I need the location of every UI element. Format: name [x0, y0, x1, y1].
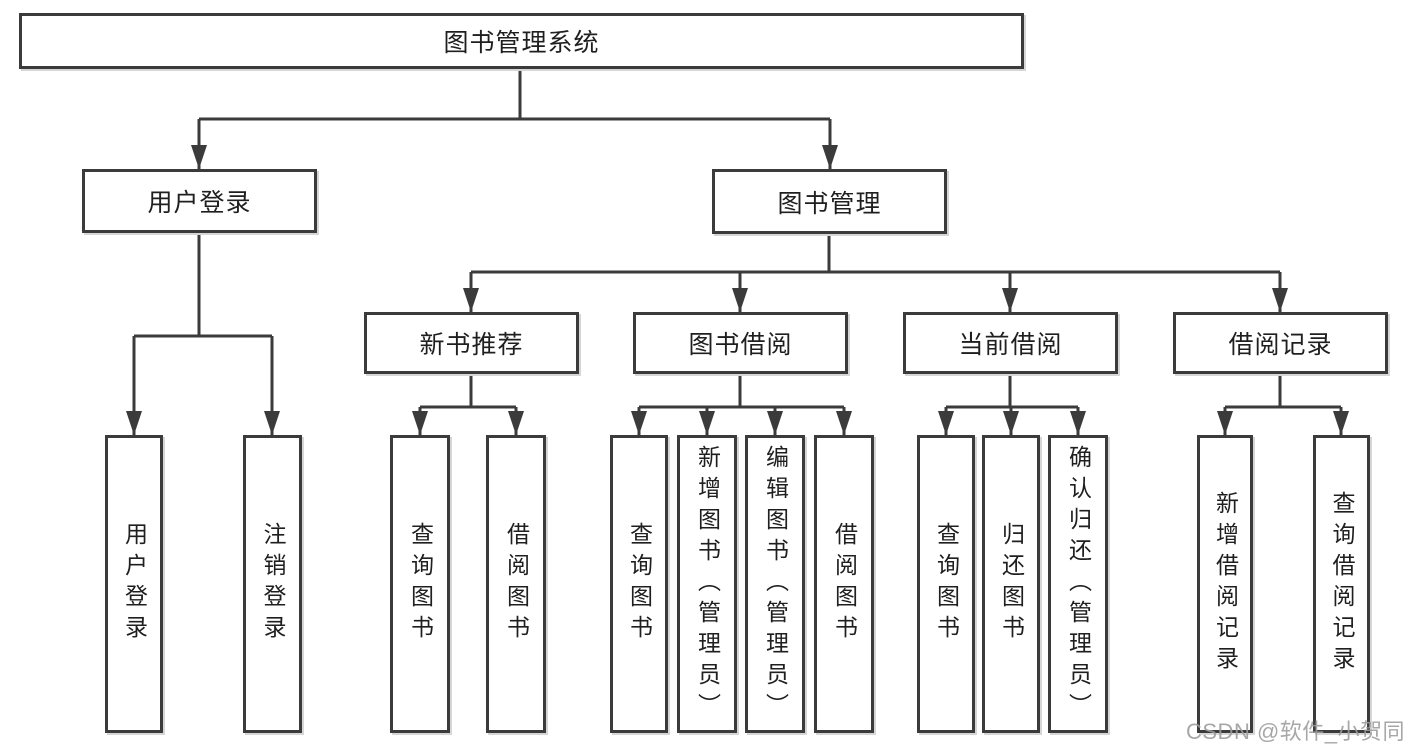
- node-user-login-label: 用户登录: [147, 189, 252, 217]
- leaf-edit-book-admin-label: 编辑图书（管理员）: [762, 444, 789, 724]
- leaf-query-books-borrow: 查询图书: [610, 435, 668, 733]
- leaf-query-books-current-label: 查询图书: [933, 522, 960, 646]
- leaf-query-borrow-record-label: 查询借阅记录: [1329, 491, 1355, 677]
- node-borrow-records-label: 借阅记录: [1228, 331, 1333, 359]
- node-new-book-recommend: 新书推荐: [364, 312, 579, 374]
- node-root-label: 图书管理系统: [443, 29, 600, 57]
- node-user-login: 用户登录: [82, 169, 317, 233]
- node-root: 图书管理系统: [19, 13, 1024, 69]
- leaf-logout-label: 注销登录: [260, 522, 286, 646]
- leaf-user-login-label: 用户登录: [121, 522, 148, 646]
- leaf-confirm-return-admin-label: 确认归还（管理员）: [1065, 444, 1092, 724]
- node-book-management: 图书管理: [712, 169, 947, 234]
- leaf-confirm-return-admin: 确认归还（管理员）: [1048, 435, 1108, 733]
- leaf-query-borrow-record: 查询借阅记录: [1313, 435, 1370, 733]
- node-book-management-label: 图书管理: [777, 189, 882, 218]
- leaf-logout: 注销登录: [243, 435, 302, 733]
- csdn-watermark: CSDN @软件_小贺同学: [1186, 719, 1405, 744]
- leaf-query-books-newbook-label: 查询图书: [407, 522, 434, 646]
- leaf-query-books-borrow-label: 查询图书: [626, 522, 653, 646]
- leaf-return-books-label: 归还图书: [998, 522, 1025, 646]
- leaf-edit-book-admin: 编辑图书（管理员）: [745, 435, 805, 733]
- node-borrow-records: 借阅记录: [1173, 312, 1388, 374]
- leaf-add-book-admin: 新增图书（管理员）: [677, 435, 737, 733]
- arrowheads: [126, 119, 1349, 435]
- leaf-add-borrow-record: 新增借阅记录: [1197, 435, 1253, 733]
- leaf-query-books-current: 查询图书: [917, 435, 975, 733]
- node-book-borrowing: 图书借阅: [633, 312, 848, 374]
- leaf-return-books: 归还图书: [982, 435, 1040, 733]
- leaf-user-login: 用户登录: [105, 435, 163, 733]
- leaf-add-borrow-record-label: 新增借阅记录: [1212, 491, 1239, 677]
- node-new-book-recommend-label: 新书推荐: [419, 331, 524, 359]
- leaf-query-books-newbook: 查询图书: [390, 435, 450, 733]
- node-current-borrowing: 当前借阅: [903, 312, 1118, 374]
- node-current-borrowing-label: 当前借阅: [958, 331, 1063, 359]
- node-book-borrowing-label: 图书借阅: [688, 331, 793, 359]
- leaf-add-book-admin-label: 新增图书（管理员）: [694, 444, 721, 724]
- leaf-borrow-books-newbook-label: 借阅图书: [503, 522, 530, 646]
- leaf-borrow-books-borrow-label: 借阅图书: [831, 522, 858, 646]
- tree-branch-lines: [134, 70, 1341, 409]
- leaf-borrow-books-newbook: 借阅图书: [486, 435, 546, 733]
- leaf-borrow-books-borrow: 借阅图书: [814, 435, 874, 733]
